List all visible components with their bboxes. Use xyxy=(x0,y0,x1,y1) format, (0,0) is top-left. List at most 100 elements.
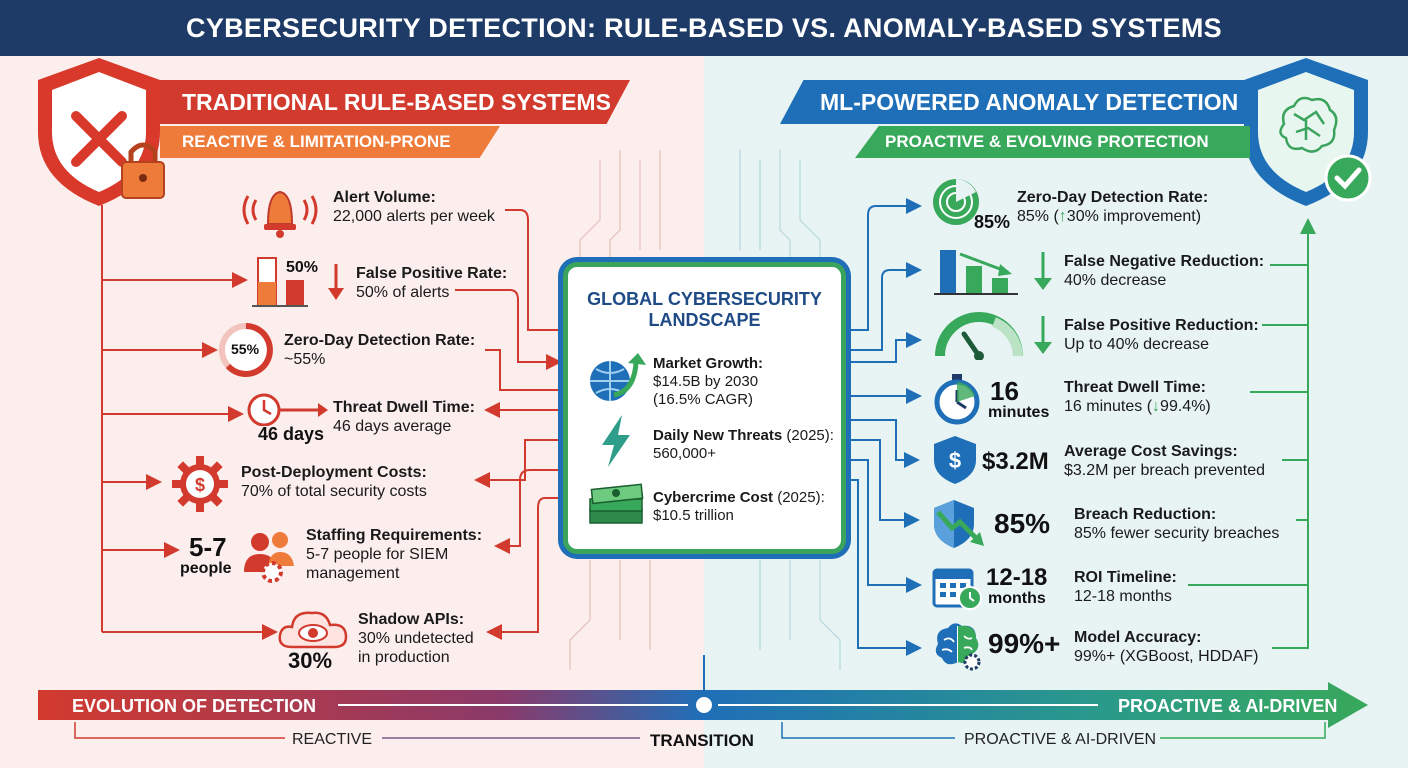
down-arrow-icon xyxy=(328,264,344,300)
breach-reduction-value: 85% fewer security breaches xyxy=(1074,525,1280,542)
zero-day-right-figure: 85% xyxy=(974,212,1011,232)
post-deployment-label: Post-Deployment Costs: xyxy=(241,464,427,481)
right-heading-banner: ML-POWERED ANOMALY DETECTION xyxy=(780,80,1250,124)
money-stack-icon xyxy=(589,483,644,524)
daily-threats-value: 560,000+ xyxy=(653,445,716,462)
breach-reduction-item: Breach Reduction: 85% fewer security bre… xyxy=(1074,505,1279,543)
left-subheading-banner: REACTIVE & LIMITATION-PRONE xyxy=(160,126,500,158)
false-positive-label: False Positive Rate: xyxy=(356,265,508,282)
zero-day-left-figure: 55% xyxy=(231,341,260,357)
market-growth-label: Market Growth: xyxy=(653,355,764,372)
false-negative-item: False Negative Reduction: 40% decrease xyxy=(1064,252,1264,290)
roi-label: ROI Timeline: xyxy=(1074,569,1177,586)
daily-threats-label: Daily New Threats xyxy=(653,427,783,444)
dwell-time-left-item: Threat Dwell Time: 46 days average xyxy=(333,398,475,436)
model-accuracy-label: Model Accuracy: xyxy=(1074,629,1202,646)
breach-reduction-label: Breach Reduction: xyxy=(1074,506,1217,523)
shield-dollar-icon: $ xyxy=(934,436,976,484)
cybercrime-cost-label-suffix: (2025): xyxy=(773,489,825,506)
shadow-api-value-2: in production xyxy=(358,649,450,666)
dwell-time-left-label: Threat Dwell Time: xyxy=(333,399,475,416)
market-growth-value-2: (16.5% CAGR) xyxy=(653,391,754,408)
center-title: GLOBAL CYBERSECURITY LANDSCAPE xyxy=(568,289,841,331)
evolution-right-label: PROACTIVE & AI-DRIVEN xyxy=(1118,696,1338,716)
false-negative-value: 40% decrease xyxy=(1064,272,1167,289)
zero-day-left-label: Zero-Day Detection Rate: xyxy=(284,332,476,349)
roi-figure-unit: months xyxy=(988,590,1046,607)
shadow-api-item: Shadow APIs: 30% undetected in productio… xyxy=(358,610,474,667)
cost-savings-item: Average Cost Savings: $3.2M per breach p… xyxy=(1064,442,1265,480)
axis-proactive-label: PROACTIVE & AI-DRIVEN xyxy=(964,731,1157,748)
alert-volume-label: Alert Volume: xyxy=(333,189,436,206)
gear-dollar-glyph: $ xyxy=(195,475,205,495)
cost-savings-label: Average Cost Savings: xyxy=(1064,443,1238,460)
false-positive-reduction-value: Up to 40% decrease xyxy=(1064,336,1209,353)
staffing-value: 5-7 people for SIEM xyxy=(306,546,449,563)
shield-down-arrow-icon xyxy=(934,500,984,548)
shield-dollar-glyph: $ xyxy=(949,448,961,473)
daily-threats-item: Daily New Threats (2025): 560,000+ xyxy=(653,427,834,463)
globe-growth-icon xyxy=(590,353,646,401)
daily-threats-label-suffix: (2025): xyxy=(782,427,834,444)
cloud-eye-icon xyxy=(278,611,348,649)
false-positive-reduction-label: False Positive Reduction: xyxy=(1064,317,1259,334)
roi-item: ROI Timeline: 12-18 months xyxy=(1074,568,1177,606)
dwell-time-left-value: 46 days average xyxy=(333,418,452,435)
alert-volume-value: 22,000 alerts per week xyxy=(333,208,495,225)
zero-day-left-item: Zero-Day Detection Rate: ~55% xyxy=(284,331,475,369)
staffing-figure-unit: people xyxy=(180,560,232,577)
roi-value: 12-18 months xyxy=(1074,588,1172,605)
model-accuracy-value: 99%+ (XGBoost, HDDAF) xyxy=(1074,648,1259,665)
shadow-api-label: Shadow APIs: xyxy=(358,611,465,628)
global-landscape-card: GLOBAL CYBERSECURITY LANDSCAPE Market Gr… xyxy=(563,262,846,554)
radar-icon xyxy=(933,179,979,225)
dwell-time-right-value: 16 minutes (↓99.4%) xyxy=(1064,398,1211,415)
brain-gear-icon xyxy=(935,623,981,671)
shield-x-lock-icon xyxy=(38,58,165,206)
false-positive-reduction-item: False Positive Reduction: Up to 40% decr… xyxy=(1064,316,1259,354)
bar-chart-icon xyxy=(252,257,308,307)
gear-dollar-icon: $ xyxy=(172,456,228,512)
zero-day-left-value: ~55% xyxy=(284,351,326,368)
calendar-clock-icon xyxy=(932,568,982,610)
breach-reduction-figure: 85% xyxy=(994,508,1051,539)
lightning-icon xyxy=(602,415,630,467)
cybercrime-cost-item: Cybercrime Cost (2025): $10.5 trillion xyxy=(653,489,825,525)
center-title-line-1: GLOBAL CYBERSECURITY xyxy=(587,289,822,309)
page-title: CYBERSECURITY DETECTION: RULE-BASED VS. … xyxy=(0,0,1408,56)
post-deployment-item: Post-Deployment Costs: 70% of total secu… xyxy=(241,463,427,501)
evolution-left-label: EVOLUTION OF DETECTION xyxy=(72,696,317,716)
false-negative-label: False Negative Reduction: xyxy=(1064,253,1265,270)
cybercrime-cost-value: $10.5 trillion xyxy=(653,507,734,524)
donut-gauge-icon xyxy=(219,323,273,377)
false-positive-value: 50% of alerts xyxy=(356,284,450,301)
cost-savings-figure: $3.2M xyxy=(982,448,1049,475)
zero-day-right-item: Zero-Day Detection Rate: 85% (↑30% impro… xyxy=(1017,188,1208,226)
bell-alert-icon xyxy=(242,190,318,238)
shadow-api-figure: 30% xyxy=(288,648,333,673)
post-deployment-value: 70% of total security costs xyxy=(241,483,427,500)
left-heading-banner: TRADITIONAL RULE-BASED SYSTEMS xyxy=(160,80,630,124)
cybercrime-cost-label: Cybercrime Cost xyxy=(653,489,774,506)
right-subheading-banner: PROACTIVE & EVOLVING PROTECTION xyxy=(855,126,1250,158)
model-accuracy-item: Model Accuracy: 99%+ (XGBoost, HDDAF) xyxy=(1074,628,1259,666)
speedometer-icon xyxy=(935,312,1023,360)
shield-brain-check-icon xyxy=(1244,58,1372,206)
stopwatch-icon xyxy=(934,374,980,425)
declining-bars-icon xyxy=(934,250,1018,295)
down-arrow-green-icon-2 xyxy=(1034,316,1052,354)
down-arrow-small-icon: ↓ xyxy=(1152,398,1161,415)
dwell-time-right-label: Threat Dwell Time: xyxy=(1064,379,1206,396)
up-arrow-icon: ↑ xyxy=(1058,208,1067,225)
dwell-time-right-unit: minutes xyxy=(988,404,1050,421)
zero-day-right-value: 85% (↑30% improvement) xyxy=(1017,208,1202,225)
center-title-line-2: LANDSCAPE xyxy=(648,310,761,330)
cost-savings-value: $3.2M per breach prevented xyxy=(1064,462,1266,479)
false-positive-item: False Positive Rate: 50% of alerts xyxy=(356,264,507,302)
model-accuracy-figure: 99%+ xyxy=(988,628,1061,659)
market-growth-item: Market Growth: $14.5B by 2030 (16.5% CAG… xyxy=(653,355,763,409)
false-positive-figure: 50% xyxy=(286,259,319,276)
staffing-label: Staffing Requirements: xyxy=(306,527,483,544)
staffing-item: Staffing Requirements: 5-7 people for SI… xyxy=(306,526,482,583)
